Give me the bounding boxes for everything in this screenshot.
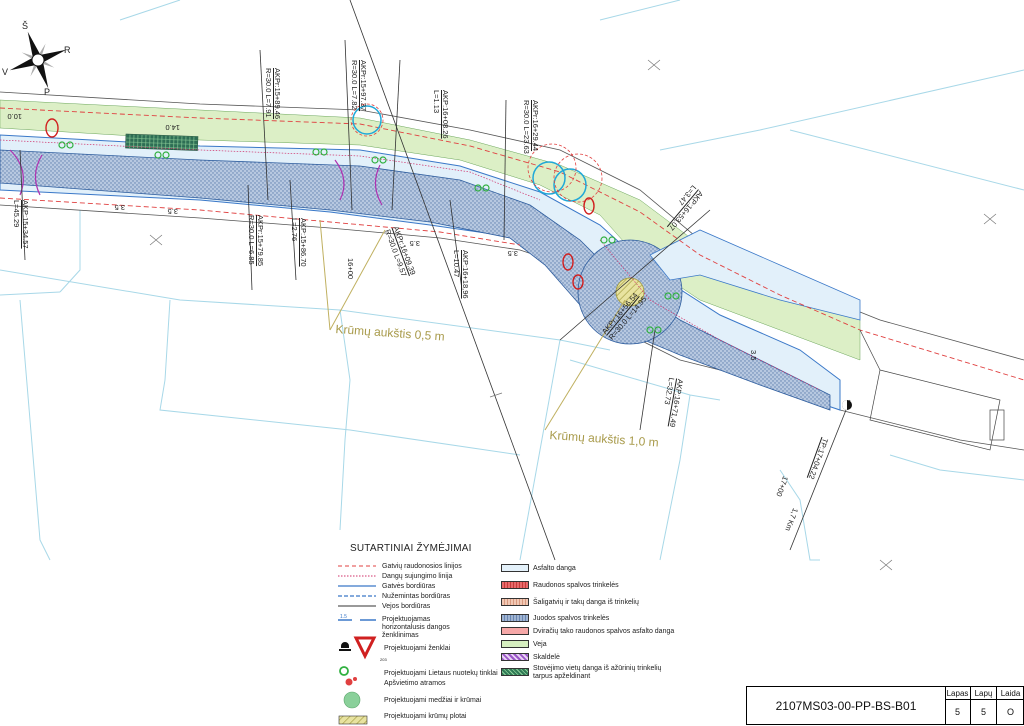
legend-line-samples [338, 565, 376, 621]
swatch-asphalt [501, 564, 529, 572]
compass-south-label: P [44, 87, 51, 97]
legend-label: Apšvietimo atramos [384, 680, 446, 687]
dimension-label: 3.5 [409, 239, 420, 248]
drainage-symbols [58, 141, 680, 334]
legend-label: Gatvių raudonosios linijos [382, 563, 462, 570]
title-block: 2107MS03-00-PP-BS-B01 Lapas Lapų Laida 5… [746, 686, 1024, 725]
swatch-red-pavers [501, 581, 529, 589]
yield-sign-icon [353, 636, 377, 660]
pavement-join-lines [0, 139, 821, 391]
swatch-black-pavers [501, 614, 529, 622]
legend-label: Šaligatvių ir takų danga iš trinkelių [533, 599, 639, 606]
sheet-value: 5 [945, 700, 971, 724]
legend-label: Gatvės bordiūras [382, 583, 436, 590]
side-road [649, 229, 861, 321]
swatch-parking-grass-pavers [501, 668, 529, 676]
drawing-code: 2107MS03-00-PP-BS-B01 [747, 687, 946, 724]
sheets-header: Lapų [971, 687, 997, 700]
legend-label: Dviračių tako raudonos spalvos asfalto d… [533, 628, 675, 635]
marking-value: 1.5 [340, 614, 347, 620]
sheets-value: 5 [971, 700, 997, 724]
legend-label: Projektuojami medžiai ir krūmai [384, 697, 482, 704]
legend-label: Projektuojami ženklai [384, 645, 451, 652]
legend-label: Nužemintas bordiūras [382, 593, 451, 600]
lawn-area [0, 99, 861, 361]
dimension-label: 3.5 [749, 350, 758, 361]
dimension-label: 3.5 [114, 203, 125, 212]
legend-label: Stovėjimo vietų danga iš ažūrinių trinke… [533, 665, 662, 680]
compass-north-label: Š [22, 21, 29, 31]
sign-number: 203 [380, 657, 387, 662]
legend-symbol-icons [338, 636, 377, 725]
dimension-label: 3.5 [167, 207, 178, 216]
magenta-crossings [9, 149, 383, 206]
legend-label: Dangų sujungimo linija [382, 573, 453, 580]
chainage-label: 16+00 [346, 258, 355, 280]
swatch-gravel [501, 653, 529, 661]
compass-west-label: V [2, 67, 9, 77]
swatch-lawn [501, 640, 529, 648]
dimension-label: 3.5 [507, 249, 518, 258]
legend-label: Asfalto danga [533, 565, 576, 572]
swatch-sidewalk-pavers [501, 598, 529, 606]
carriageway-pavers [0, 149, 831, 411]
station-lines [19, 0, 851, 561]
compass-east-label: R [64, 45, 71, 55]
legend-title: SUTARTINIAI ŽYMĖJIMAI [350, 543, 472, 554]
legend-label: Vejos bordiūras [382, 603, 431, 610]
shrub-leaders [319, 219, 626, 431]
legend-label: Projektuojamas horizontalusis dangos žen… [382, 616, 450, 639]
dimension-label: 10.0 [7, 112, 22, 121]
lighting-pole-icon [345, 678, 353, 686]
legend-label: Skaldelė [533, 654, 560, 661]
revision-value: O [1006, 707, 1014, 717]
tree-icon [343, 691, 361, 709]
sign-post-icon [339, 642, 351, 651]
shrub-area-icon [338, 715, 368, 725]
legend-label: Raudonos spalvos trinkelės [533, 582, 619, 589]
red-lines [0, 107, 1024, 381]
swatch-bike-path [501, 627, 529, 635]
legend-label: Veja [533, 641, 547, 648]
legend-label: Projektuojami Lietaus nuotekų tinklai [384, 670, 498, 677]
right-structure [859, 329, 1005, 451]
sheet-header: Lapas [945, 687, 971, 700]
grid-crosses [149, 59, 997, 571]
drainage-well-icon [339, 666, 349, 676]
revision-header: Laida [997, 687, 1024, 700]
tree-canopies [350, 103, 603, 203]
parking-grass-pavers [125, 133, 199, 151]
legend-label: Juodos spalvos trinkelės [533, 615, 610, 622]
red-markers [45, 118, 595, 290]
legend-label: Projektuojami krūmų plotai [384, 713, 467, 720]
parcel-boundaries [0, 0, 1024, 561]
compass-rose-icon [9, 31, 67, 89]
dimension-label: 14.0 [165, 123, 180, 132]
